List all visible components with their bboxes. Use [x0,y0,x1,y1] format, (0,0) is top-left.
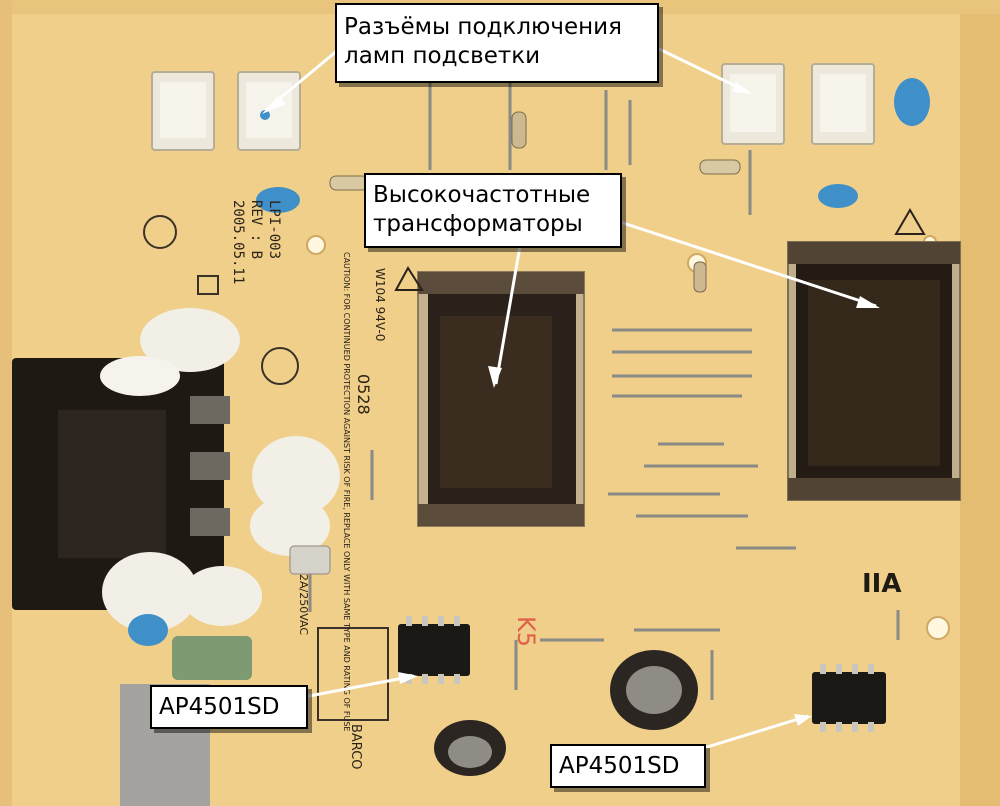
lamp-connector-right-2 [811,63,875,145]
callout-chip-right: AP4501SD [550,744,706,788]
resistor [329,175,369,191]
ac-power-socket [12,358,230,610]
silk-code: 0528 [354,374,373,415]
resistor [699,159,741,175]
electrolytic-capacitor [610,650,698,730]
white-insulator [252,436,340,516]
jumper-wires [370,80,900,700]
resistor [693,261,707,293]
lamp-connector-left-1 [151,71,215,151]
blue-capacitor [818,184,858,208]
fuse [289,545,331,612]
green-component [172,636,252,680]
hf-transformer-left [417,271,585,527]
silk-date: 2005.05.11 [230,200,246,284]
mounting-hole [926,616,950,640]
callout-lamp-connectors: Разъёмы подключения ламп подсветки [335,3,659,83]
white-insulator [182,566,262,626]
resistor [511,111,527,149]
blue-capacitor [256,187,300,213]
callout-hf-transformers: Высокочастотные трансформаторы [364,173,622,248]
silk-mark-left: K5 [512,616,540,647]
white-insulator [102,552,198,632]
hazard-symbol [894,208,926,235]
hazard-symbol [394,266,424,291]
pcb-board-right-edge [960,0,1000,806]
hf-transformer-right [787,241,961,501]
pcb-board-left-edge [0,0,12,806]
silk-brand: BARCO [348,724,363,770]
component-outline [261,347,299,385]
white-insulator [250,496,330,556]
silk-board-id: LPI-003 [266,200,282,259]
blue-capacitor [894,78,930,126]
callout-chip-left: AP4501SD [150,685,308,729]
white-insulator [140,308,240,372]
blue-capacitor [128,614,168,646]
ap4501sd-chip-right [812,664,886,732]
ground-symbol [143,215,177,249]
silk-fuse-rating: 2A/250VAC [297,574,310,635]
mounting-hole [306,235,326,255]
component-outline [197,275,219,295]
lamp-connector-right-1 [721,63,785,145]
callout-pointer-tips [262,82,880,726]
silk-rating: W104 94V-0 [373,268,387,341]
electrolytic-capacitor [434,720,506,776]
component-outline [317,627,389,721]
ap4501sd-chip-left [398,616,470,684]
silk-caution: CAUTION: FOR CONTINUED PROTECTION AGAINS… [342,252,351,731]
white-insulator [100,356,180,396]
silk-mark-right: IIA [862,569,901,599]
silk-revision: REV : B [248,200,264,259]
